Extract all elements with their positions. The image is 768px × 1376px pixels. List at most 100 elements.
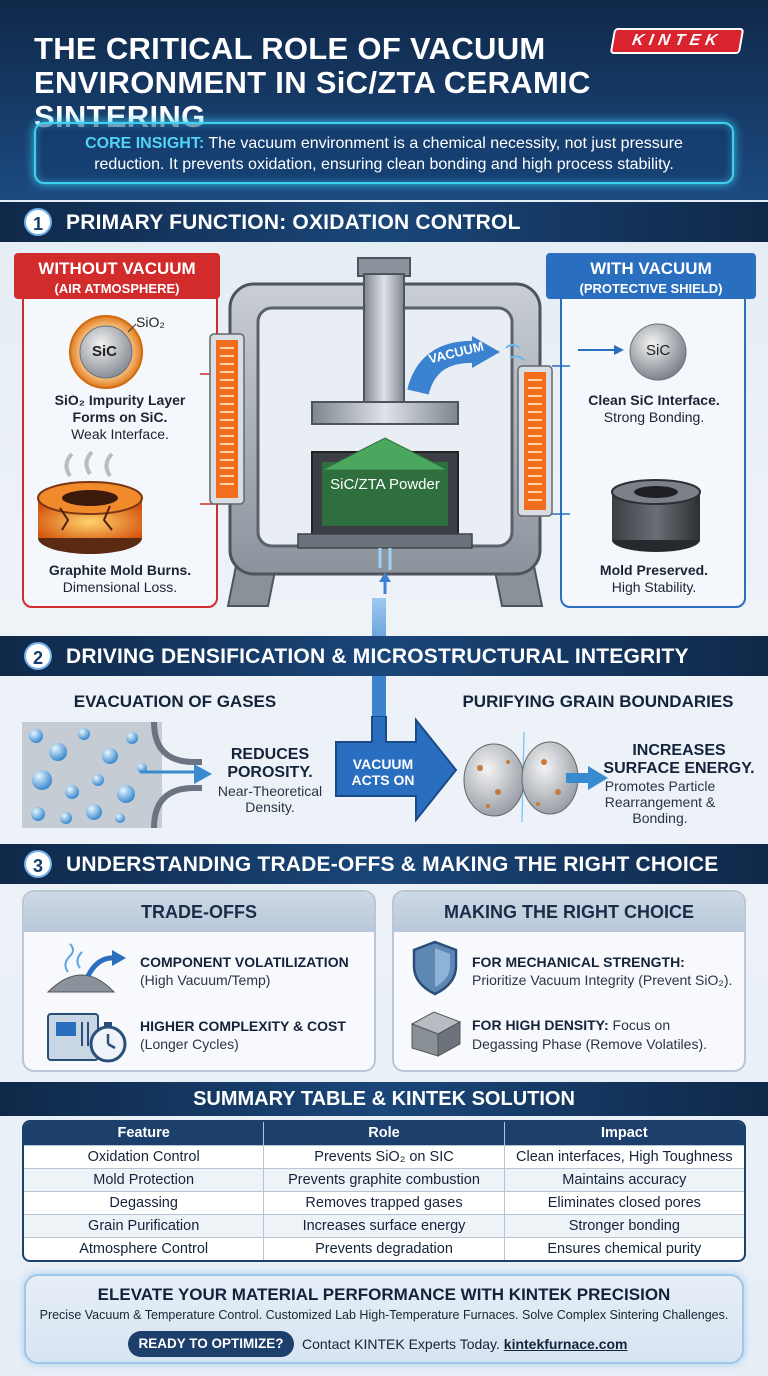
summary-table: Feature Role Impact Oxidation Control Pr… bbox=[22, 1120, 746, 1262]
right-choice-heading: MAKING THE RIGHT CHOICE bbox=[394, 892, 744, 932]
vacuum-flow-arrow-icon bbox=[578, 345, 624, 355]
shield-icon bbox=[412, 940, 458, 996]
core-insight-label: CORE INSIGHT: bbox=[85, 135, 205, 152]
section-1-title: PRIMARY FUNCTION: OXIDATION CONTROL bbox=[66, 211, 521, 234]
increases-surface-energy-text: INCREASES SURFACE ENERGY. bbox=[603, 742, 755, 777]
vacuum-acts-on-label: VACUUM ACTS ON bbox=[351, 756, 415, 788]
weak-interface-caption: Weak Interface. bbox=[71, 426, 169, 442]
table-cell: Mold Protection bbox=[24, 1169, 265, 1191]
promotes-particle-text: Promotes Particle Rearrangement & Bondin… bbox=[604, 778, 716, 826]
without-vacuum-tag: WITHOUT VACUUM (AIR ATMOSPHERE) bbox=[14, 253, 220, 299]
strong-bonding-caption: Strong Bonding. bbox=[603, 409, 705, 425]
with-vacuum-tag: WITH VACUUM (PROTECTIVE SHIELD) bbox=[546, 253, 756, 299]
sio2-impurity-caption: SiO₂ Impurity Layer Forms on SiC. Weak I… bbox=[32, 392, 208, 443]
with-vacuum-label: WITH VACUUM bbox=[590, 259, 712, 278]
section-3-title: UNDERSTANDING TRADE-OFFS & MAKING THE RI… bbox=[66, 853, 719, 876]
clean-sic-particle-icon bbox=[629, 323, 687, 381]
table-cell: Eliminates closed pores bbox=[547, 1195, 701, 1211]
table-cell: Degassing bbox=[24, 1192, 265, 1214]
core-insight-box: CORE INSIGHT: The vacuum environment is … bbox=[34, 122, 734, 184]
air-atmosphere-label: (AIR ATMOSPHERE) bbox=[54, 281, 180, 296]
table-cell: Prevents graphite combustion bbox=[264, 1169, 505, 1191]
footer-title: ELEVATE YOUR MATERIAL PERFORMANCE WITH K… bbox=[97, 1285, 671, 1304]
core-insight-text: The vacuum environment is a chemical nec… bbox=[94, 135, 683, 173]
sio2-impurity-caption-bold: SiO₂ Impurity Layer Forms on SiC. bbox=[54, 392, 186, 425]
graphite-burns-caption-bold: Graphite Mold Burns. bbox=[48, 562, 192, 578]
section-2-title: DRIVING DENSIFICATION & MICROSTRUCTURAL … bbox=[66, 645, 689, 668]
table-cell: Prevents degradation bbox=[264, 1238, 505, 1260]
section-3-bar: 3 UNDERSTANDING TRADE-OFFS & MAKING THE … bbox=[0, 844, 768, 884]
section-2-bar: 2 DRIVING DENSIFICATION & MICROSTRUCTURA… bbox=[0, 636, 768, 676]
evacuation-heading: EVACUATION OF GASES bbox=[73, 692, 277, 711]
table-header-cell: Role bbox=[264, 1122, 505, 1145]
vacuum-acts-on-arrow bbox=[335, 716, 458, 822]
ready-to-optimize-button[interactable]: READY TO OPTIMIZE? bbox=[128, 1331, 294, 1357]
mechanical-strength-sub: Prioritize Vacuum Integrity (Prevent SiO… bbox=[472, 972, 733, 988]
volatilization-icon bbox=[46, 943, 126, 993]
table-cell: Atmosphere Control bbox=[24, 1238, 265, 1260]
table-cell: Stronger bonding bbox=[568, 1218, 680, 1234]
volatilization-title: COMPONENT VOLATILIZATION bbox=[140, 954, 349, 970]
summary-heading: SUMMARY TABLE & KINTEK SOLUTION bbox=[0, 1082, 768, 1116]
table-header-cell: Feature bbox=[24, 1122, 265, 1145]
table-header-row: Feature Role Impact bbox=[24, 1122, 744, 1146]
section-1-number: 1 bbox=[24, 208, 52, 236]
complexity-cost-icon bbox=[47, 1013, 127, 1063]
oxidized-sic-particle-icon bbox=[69, 315, 143, 389]
porous-microstructure-icon bbox=[22, 722, 212, 828]
footer-subtitle: Precise Vacuum & Temperature Control. Cu… bbox=[39, 1308, 729, 1322]
table-row: Atmosphere Control Prevents degradation … bbox=[24, 1238, 744, 1260]
volatilization-sub: (High Vacuum/Temp) bbox=[140, 972, 271, 988]
dense-block-icon bbox=[410, 1011, 462, 1057]
without-vacuum-label: WITHOUT VACUUM bbox=[38, 259, 196, 278]
high-density-text: FOR HIGH DENSITY: Focus on Degassing Pha… bbox=[472, 1016, 734, 1054]
table-row: Oxidation Control Prevents SiO₂ on SIC C… bbox=[24, 1146, 744, 1169]
graphite-burns-caption: Graphite Mold Burns. Dimensional Loss. bbox=[32, 562, 208, 596]
table-cell: Maintains accuracy bbox=[562, 1172, 687, 1188]
high-density-sub-b: Degassing Phase (Remove Volatiles). bbox=[472, 1036, 708, 1052]
tradeoffs-heading: TRADE-OFFS bbox=[24, 892, 374, 932]
mold-preserved-caption-bold: Mold Preserved. bbox=[599, 562, 709, 578]
sic-zta-powder-label: SiC/ZTA Powder bbox=[330, 476, 440, 493]
contact-text: Contact KINTEK Experts Today. bbox=[302, 1336, 500, 1352]
sic-core-label: SiC bbox=[92, 343, 118, 360]
near-theoretical-text: Near-Theoretical Density. bbox=[217, 783, 323, 815]
table-cell: Oxidation Control bbox=[24, 1146, 265, 1168]
table-cell: Clean interfaces, High Toughness bbox=[516, 1149, 733, 1165]
clean-interface-caption-bold: Clean SiC Interface. bbox=[588, 392, 720, 408]
purifying-heading: PURIFYING GRAIN BOUNDARIES bbox=[462, 692, 734, 711]
high-density-title: FOR HIGH DENSITY: bbox=[472, 1017, 609, 1033]
kintek-logo: KINTEK bbox=[609, 28, 745, 54]
table-row: Degassing Removes trapped gases Eliminat… bbox=[24, 1192, 744, 1215]
table-cell: Grain Purification bbox=[24, 1215, 265, 1237]
section-3-number: 3 bbox=[24, 850, 52, 878]
section-2-number: 2 bbox=[24, 642, 52, 670]
contact-line: Contact KINTEK Experts Today. kintekfurn… bbox=[302, 1336, 628, 1352]
dimensional-loss-caption: Dimensional Loss. bbox=[62, 579, 178, 595]
vacuum-connector bbox=[372, 676, 386, 716]
table-row: Mold Protection Prevents graphite combus… bbox=[24, 1169, 744, 1192]
table-header-cell: Impact bbox=[600, 1125, 648, 1141]
table-cell: Ensures chemical purity bbox=[547, 1241, 702, 1257]
protective-shield-label: (PROTECTIVE SHIELD) bbox=[579, 281, 723, 296]
high-density-sub-a: Focus on bbox=[612, 1017, 671, 1033]
complexity-title: HIGHER COMPLEXITY & COST bbox=[140, 1018, 346, 1034]
table-cell: Increases surface energy bbox=[264, 1215, 505, 1237]
mechanical-strength-title: FOR MECHANICAL STRENGTH: bbox=[472, 954, 685, 970]
table-cell: Removes trapped gases bbox=[264, 1192, 505, 1214]
preserved-mold-icon bbox=[611, 479, 701, 552]
clean-sic-label: SiC bbox=[646, 342, 671, 359]
table-cell: Prevents SiO₂ on SIC bbox=[264, 1146, 505, 1168]
clean-interface-caption: Clean SiC Interface. Strong Bonding. bbox=[570, 392, 738, 426]
high-stability-caption: High Stability. bbox=[611, 579, 697, 595]
website-link[interactable]: kintekfurnace.com bbox=[503, 1336, 628, 1352]
reduces-porosity-text: REDUCES POROSITY. bbox=[227, 746, 313, 781]
sio2-layer-label: SiO₂ bbox=[136, 314, 165, 330]
complexity-sub: (Longer Cycles) bbox=[140, 1036, 239, 1052]
grain-boundary-icon bbox=[463, 731, 608, 823]
table-row: Grain Purification Increases surface ene… bbox=[24, 1215, 744, 1238]
burning-graphite-mold-icon bbox=[37, 450, 143, 554]
section-1-bar: 1 PRIMARY FUNCTION: OXIDATION CONTROL bbox=[0, 202, 768, 242]
page-title: THE CRITICAL ROLE OF VACUUM ENVIRONMENT … bbox=[34, 31, 591, 134]
mold-preserved-caption: Mold Preserved. High Stability. bbox=[570, 562, 738, 596]
